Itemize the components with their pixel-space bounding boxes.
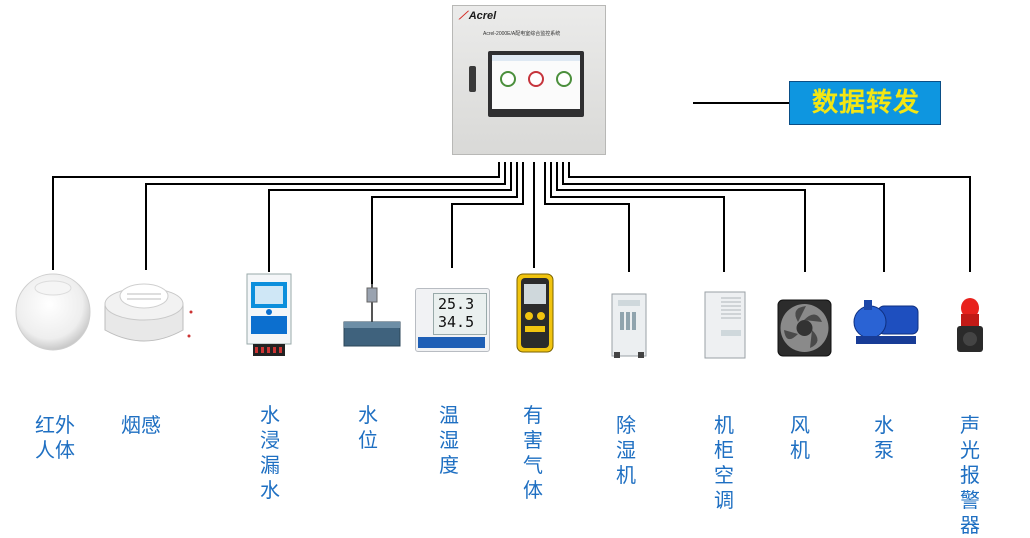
touch-screen (488, 51, 584, 117)
device-label-water-level: 水 位 (358, 403, 378, 452)
screen-display (492, 55, 580, 109)
wire-temp-humidity (451, 162, 524, 268)
monitoring-cabinet: ⟋Acrel Acrel-2000E/A配电室综合监控系统 (452, 5, 606, 155)
water-level-sensor-icon (343, 284, 401, 347)
brand-name: Acrel (468, 10, 497, 22)
wire-smoke (145, 162, 506, 270)
water-pump-icon (853, 300, 919, 344)
wire-water-leak (268, 162, 512, 272)
wire-water-level (371, 162, 518, 285)
device-label-infrared: 红外 人体 (35, 413, 75, 462)
temp-reading: 25.3 (438, 295, 475, 313)
wire-pump (562, 162, 885, 272)
data-forwarding-label: 数据转发 (811, 88, 920, 118)
device-label-alarm: 声 光 报 警 器 (960, 413, 980, 537)
brand-logo: ⟋Acrel (459, 10, 496, 23)
device-label-temp-humidity: 温 湿 度 (439, 403, 459, 477)
device-label-dehumidifier: 除 湿 机 (616, 413, 636, 487)
cabinet-title: Acrel-2000E/A配电室综合监控系统 (483, 31, 561, 37)
gauge-icon (500, 71, 516, 87)
device-label-gas: 有 害 气 体 (523, 403, 543, 502)
device-label-water-leak: 水 浸 漏 水 (260, 403, 280, 502)
gauge-icon (556, 71, 572, 87)
temp-humidity-sensor-icon: 25.3 34.5 (415, 288, 490, 352)
lcd-display: 25.3 34.5 (433, 293, 487, 335)
gas-detector-icon (516, 273, 554, 353)
wire-infrared (52, 162, 500, 270)
humidity-reading: 34.5 (438, 313, 475, 331)
cabinet-ac-icon (704, 291, 746, 359)
water-leak-detector-icon (246, 273, 292, 356)
device-label-smoke: 烟感 (121, 413, 161, 437)
wire-dehumidifier (544, 162, 630, 272)
data-forwarding-box: 数据转发 (789, 81, 941, 125)
dehumidifier-icon (611, 293, 647, 358)
infrared-sensor-icon (15, 273, 91, 351)
device-label-pump: 水 泵 (874, 413, 894, 462)
cabinet-handle (469, 66, 476, 92)
wire-alarm (568, 162, 971, 272)
sensor-button-bar (418, 337, 485, 348)
acrel-logo-icon: ⟋ (459, 10, 467, 22)
device-label-fan: 风 机 (790, 413, 810, 462)
gauge-icon (528, 71, 544, 87)
fan-icon (777, 299, 832, 357)
wire-cabinet-ac (550, 162, 725, 272)
alarm-light-icon (957, 298, 983, 352)
device-label-cabinet-ac: 机 柜 空 调 (714, 413, 734, 512)
wire-fan (556, 162, 806, 272)
screen-header (492, 55, 580, 61)
smoke-detector-icon (104, 283, 193, 342)
